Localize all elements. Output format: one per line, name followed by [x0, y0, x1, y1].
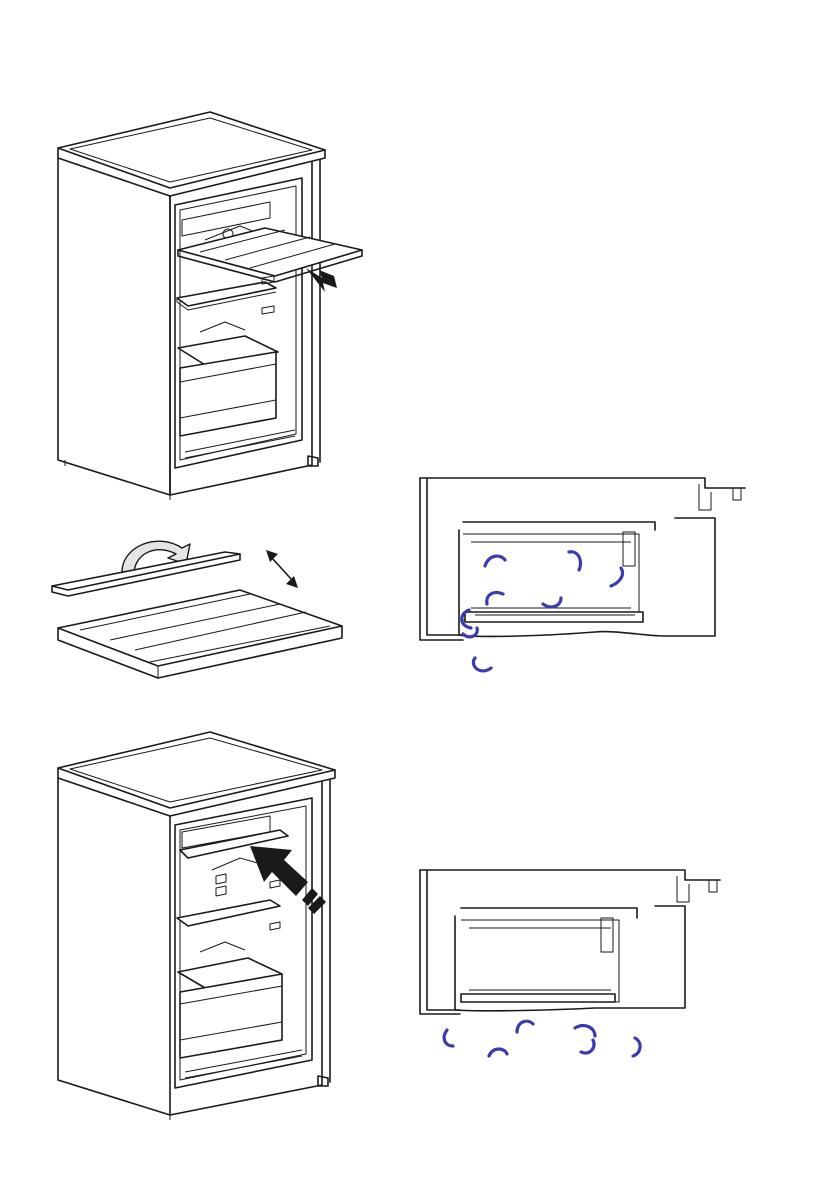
- shelf-panel: [58, 590, 342, 666]
- shelf-edge-profile: [52, 552, 240, 590]
- fridge-shelf-insertion-figure: [40, 720, 380, 1120]
- airflow-before-drawing: [415, 470, 755, 685]
- fridge-side-panel: [58, 158, 170, 495]
- shelf-section: [465, 612, 643, 622]
- fridge-side-panel: [58, 778, 170, 1115]
- fridge-top: [58, 112, 325, 188]
- fridge-shelf-removal-figure: [40, 100, 380, 500]
- cabinet-top-section: [420, 478, 745, 488]
- crisper-drawer: [180, 974, 282, 1058]
- shelf-profile-flip-figure: [40, 530, 360, 680]
- airflow-before-figure: [415, 470, 755, 685]
- double-arrow-icon: [266, 550, 298, 588]
- fridge-shelf-insertion-drawing: [40, 720, 380, 1120]
- fridge-shelf-removal-drawing: [40, 100, 380, 500]
- middle-shelf: [177, 900, 280, 926]
- cabinet-top-section: [420, 870, 720, 880]
- shelf-profile-flip-drawing: [40, 530, 360, 680]
- pull-out-arrow-icon: [306, 268, 337, 292]
- adjustable-foot: [318, 1076, 328, 1086]
- airflow-arrow-icon: [444, 1021, 640, 1056]
- airflow-after-drawing: [415, 862, 735, 1077]
- top-shelf-pulled: [178, 228, 362, 276]
- airflow-after-figure: [415, 862, 735, 1077]
- shelf-section: [461, 994, 615, 1002]
- adjustable-foot: [308, 456, 318, 466]
- crisper-drawer: [180, 352, 276, 436]
